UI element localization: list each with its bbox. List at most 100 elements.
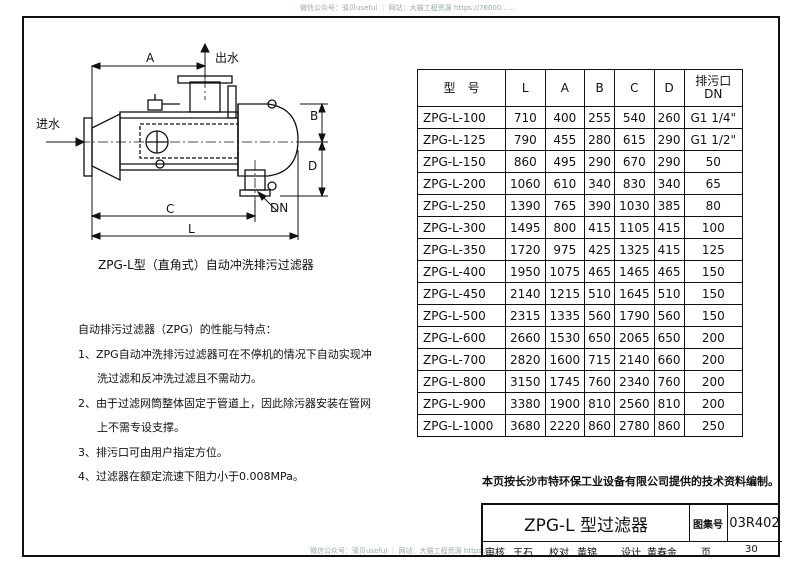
table-cell: 2340: [614, 370, 655, 393]
table-cell: ZPG-L-600: [417, 326, 506, 349]
table-cell: ZPG-L-250: [417, 194, 506, 217]
table-cell: ZPG-L-800: [417, 370, 506, 393]
table-cell: 765: [544, 194, 586, 217]
table-cell: 860: [505, 150, 546, 173]
inlet-label: 进水: [36, 117, 60, 131]
atlas-label: 图集号: [689, 505, 728, 541]
table-cell: 400: [544, 106, 586, 129]
note-line: 洗过滤和反冲洗过滤且不需动力。: [97, 372, 262, 385]
dim-label-l: L: [188, 222, 195, 236]
table-cell: 250: [683, 414, 744, 437]
check-signature: 黄锦: [577, 548, 597, 559]
table-cell: 1030: [614, 194, 655, 217]
table-cell: 425: [584, 238, 616, 261]
table-cell: 660: [653, 348, 685, 371]
table-cell: 810: [653, 392, 685, 415]
sheet-frame: [22, 16, 780, 557]
table-cell: 465: [584, 260, 616, 283]
note-line: 1、ZPG自动冲洗排污过滤器可在不停机的情况下自动实现冲: [78, 347, 372, 361]
dim-label-a: A: [146, 51, 155, 65]
table-cell: 860: [584, 414, 616, 437]
table-cell: 2315: [505, 304, 546, 327]
table-cell: 1530: [544, 326, 586, 349]
table-cell: 1390: [505, 194, 546, 217]
note-line: 4、过滤器在额定流速下阻力小于0.008MPa。: [78, 470, 304, 483]
page-label: 页: [701, 548, 711, 559]
table-cell: 2065: [614, 326, 655, 349]
inlet-flange: [83, 117, 93, 177]
table-cell: 415: [653, 238, 685, 261]
table-cell: 1600: [544, 348, 586, 371]
col-header-model: 型 号: [417, 69, 506, 107]
table-cell: 280: [584, 128, 616, 151]
table-cell: ZPG-L-450: [417, 282, 506, 305]
table-cell: 390: [584, 194, 616, 217]
design-label: 设计: [621, 548, 641, 559]
table-cell: 65: [683, 172, 744, 195]
dim-label-d: D: [308, 159, 317, 173]
check-label: 校对: [549, 548, 569, 559]
table-cell: 790: [505, 128, 546, 151]
table-cell: ZPG-L-125: [417, 128, 506, 151]
table-cell: 100: [683, 216, 744, 239]
table-cell: 1335: [544, 304, 586, 327]
table-cell: 510: [584, 282, 616, 305]
design-signature: 黄春金: [647, 548, 677, 559]
table-cell: 260: [653, 106, 685, 129]
table-cell: 1745: [544, 370, 586, 393]
table-cell: 810: [584, 392, 616, 415]
note-line: 2、由于过滤网筒整体固定于管道上，因此除污器安装在管网: [78, 396, 371, 410]
table-cell: 290: [653, 150, 685, 173]
col-header-d: D: [653, 69, 685, 107]
table-cell: 3150: [505, 370, 546, 393]
table-cell: 800: [544, 216, 586, 239]
table-cell: 510: [653, 282, 685, 305]
inlet-reducer: [91, 112, 121, 182]
table-cell: ZPG-L-700: [417, 348, 506, 371]
table-cell: 3680: [505, 414, 546, 437]
table-cell: ZPG-L-150: [417, 150, 506, 173]
table-cell: 290: [584, 150, 616, 173]
table-cell: 670: [614, 150, 655, 173]
table-cell: 385: [653, 194, 685, 217]
table-cell: 200: [683, 392, 744, 415]
table-cell: 465: [653, 260, 685, 283]
table-cell: 615: [614, 128, 655, 151]
atlas-number: 03R402: [729, 515, 780, 531]
table-cell: 290: [653, 128, 685, 151]
table-cell: 560: [584, 304, 616, 327]
table-cell: 415: [653, 216, 685, 239]
table-cell: 860: [653, 414, 685, 437]
table-cell: 1645: [614, 282, 655, 305]
table-header-row: 型 号 L A B C D 排污口 DN: [417, 69, 744, 107]
table-cell: 150: [683, 260, 744, 283]
page-number: 30: [745, 544, 758, 555]
table-cell: 2140: [614, 348, 655, 371]
table-cell: ZPG-L-350: [417, 238, 506, 261]
dim-label-b: B: [310, 109, 318, 123]
col-header-dn: 排污口 DN: [683, 69, 744, 107]
table-cell: 610: [544, 172, 586, 195]
table-cell: ZPG-L-500: [417, 304, 506, 327]
table-cell: 1465: [614, 260, 655, 283]
table-cell: ZPG-L-100: [417, 106, 506, 129]
end-cap: [237, 103, 299, 177]
col-header-c: C: [614, 69, 655, 107]
table-cell: 2560: [614, 392, 655, 415]
table-cell: ZPG-L-300: [417, 216, 506, 239]
table-cell: 200: [683, 326, 744, 349]
title-block: ZPG-L 型过滤器 图集号 03R402 审核 王石 校对 黄锦 设计 黄春金…: [481, 503, 782, 559]
table-cell: 125: [683, 238, 744, 261]
drain-dn-label: DN: [270, 201, 288, 215]
